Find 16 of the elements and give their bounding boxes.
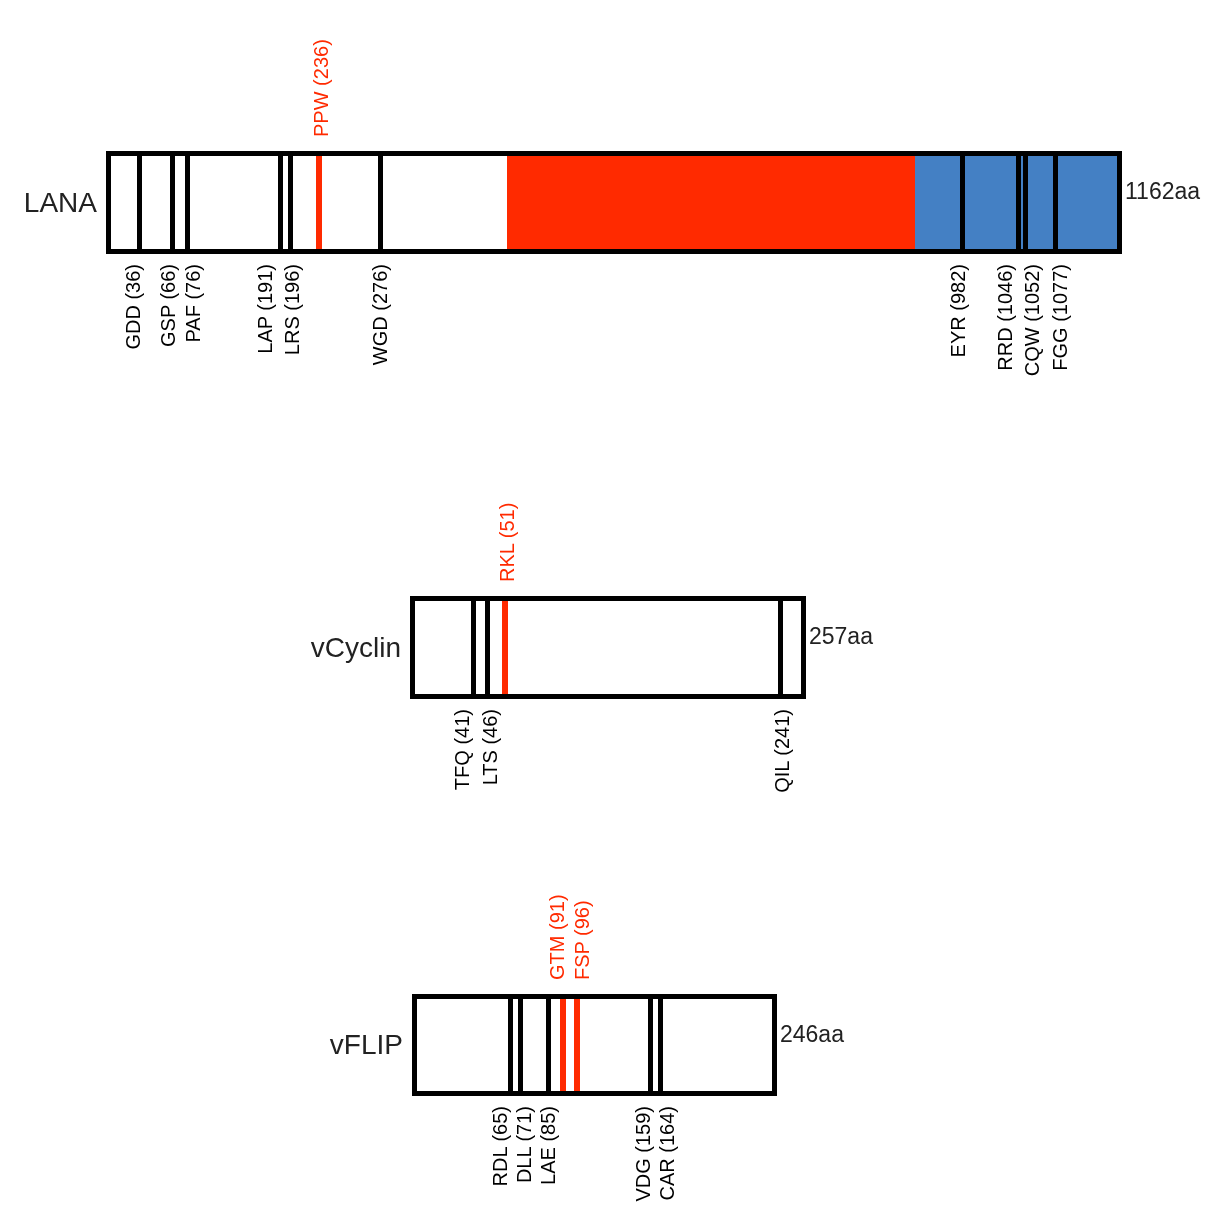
- length-label: 1162aa: [1125, 177, 1201, 207]
- site-label: GDD (36): [123, 264, 143, 350]
- protein-name: vFLIP: [329, 1028, 403, 1062]
- domain-region: [507, 156, 915, 249]
- site-label: WGD (276): [370, 264, 390, 366]
- domain-region: [915, 156, 1117, 249]
- site-label: PPW (236): [311, 39, 331, 137]
- site-label: EYR (982): [948, 264, 968, 358]
- length-label: 246aa: [780, 1019, 844, 1049]
- protein-name: vCyclin: [310, 630, 401, 665]
- site-label: PAF (76): [183, 264, 203, 343]
- protein-name: LANA: [23, 185, 97, 220]
- site-label: GSP (66): [158, 264, 178, 347]
- site-label: LRS (196): [282, 264, 302, 356]
- length-label: 257aa: [809, 622, 873, 652]
- site-label: LAP (191): [255, 264, 275, 354]
